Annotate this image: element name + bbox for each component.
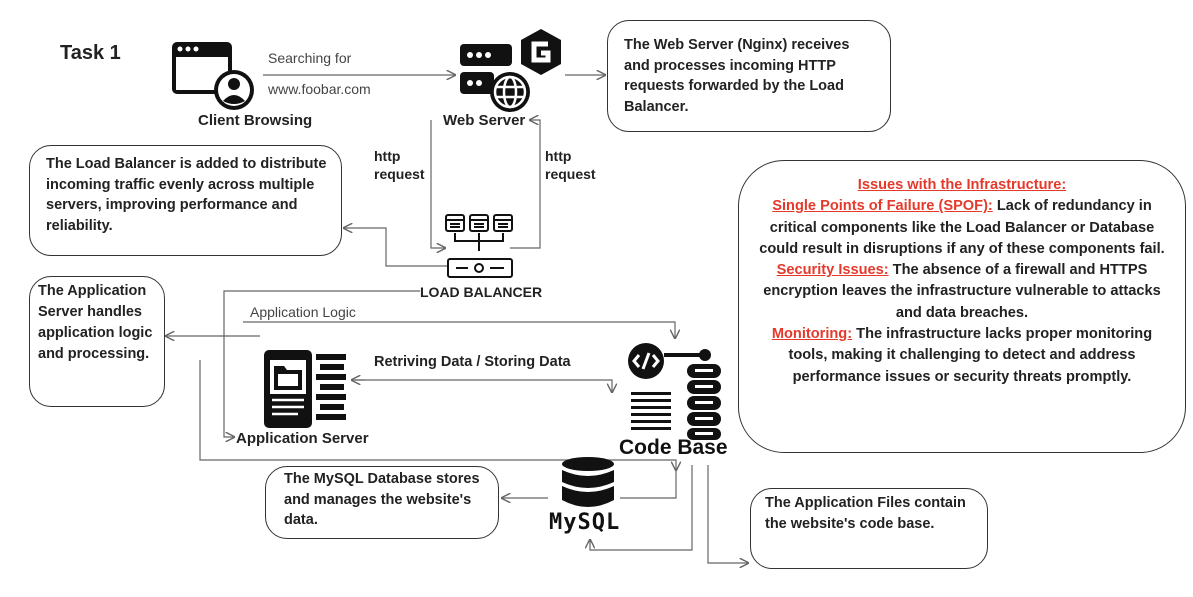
appfiles-note: The Application Files contain the websit…: [750, 488, 988, 569]
load-balancer-icon: [444, 213, 516, 288]
mysql-note: The MySQL Database stores and manages th…: [265, 466, 499, 539]
mysql-note-text: The MySQL Database stores and manages th…: [284, 471, 480, 529]
spof-paragraph: Single Points of Failure (SPOF): Lack of…: [757, 196, 1167, 260]
http-right-arrow: [510, 120, 541, 249]
document-lines-icon: [629, 390, 675, 435]
lb-label: LOAD BALANCER: [420, 284, 543, 300]
security-heading: Security Issues:: [776, 262, 889, 279]
issues-panel: Issues with the Infrastructure: Single P…: [738, 160, 1186, 453]
http-left-line2: request: [374, 166, 425, 182]
search-label: Searching for: [268, 50, 352, 66]
http-left-line1: http: [374, 148, 401, 164]
monitoring-paragraph: Monitoring: The infrastructure lacks pro…: [757, 324, 1167, 388]
code-icon: [627, 342, 717, 387]
app-logic-label: Application Logic: [250, 304, 356, 320]
appserver-to-codebase-line: [199, 360, 676, 470]
codebase-label: Code Base: [619, 436, 728, 459]
database-icon: [560, 456, 616, 517]
webserver-note-text: The Web Server (Nginx) receives and proc…: [624, 37, 850, 115]
url-label: www.foobar.com: [268, 81, 371, 97]
appserver-note: The Application Server handles applicati…: [29, 276, 165, 407]
codebase-to-files-arrow: [707, 465, 748, 563]
task-label: Task 1: [60, 42, 121, 64]
spof-heading: Single Points of Failure (SPOF):: [772, 198, 993, 215]
app-logic-arrow: [243, 321, 675, 338]
appserver-note-text: The Application Server handles applicati…: [38, 283, 153, 363]
appfiles-note-text: The Application Files contain the websit…: [765, 495, 966, 532]
data-flow-label: Retriving Data / Storing Data: [374, 354, 571, 370]
browser-user-icon: [171, 41, 255, 116]
mysql-logo-icon: MySQL: [549, 510, 621, 535]
http-right-line1: http: [545, 148, 572, 164]
http-right-line2: request: [545, 166, 596, 182]
spof-text: Lack of redundancy in critical component…: [759, 198, 1165, 257]
server-globe-icon: [458, 42, 530, 119]
appserver-label: Application Server: [236, 430, 369, 447]
lb-note-text: The Load Balancer is added to distribute…: [46, 156, 327, 234]
nginx-logo-icon: [519, 28, 563, 81]
server-rack-icon: [685, 358, 725, 447]
codebase-to-mysql-arrow: [590, 465, 693, 551]
app-server-icon: [262, 348, 354, 435]
client-label: Client Browsing: [198, 112, 313, 129]
http-left-arrow: [430, 120, 445, 248]
monitoring-text: The infrastructure lacks proper monitori…: [788, 326, 1153, 385]
webserver-label: Web Server: [443, 112, 526, 129]
mysql-to-codebase-line: [620, 470, 677, 499]
webserver-note: The Web Server (Nginx) receives and proc…: [607, 20, 891, 132]
lb-note: The Load Balancer is added to distribute…: [29, 145, 342, 256]
data-flow-arrow: [355, 379, 612, 392]
lb-to-note-arrow: [344, 228, 448, 267]
issues-title: Issues with the Infrastructure:: [857, 177, 1067, 193]
security-paragraph: Security Issues: The absence of a firewa…: [757, 260, 1167, 324]
security-text: The absence of a firewall and HTTPS encr…: [763, 262, 1161, 321]
lb-to-appserver-line: [223, 290, 420, 437]
monitoring-heading: Monitoring:: [771, 326, 853, 343]
